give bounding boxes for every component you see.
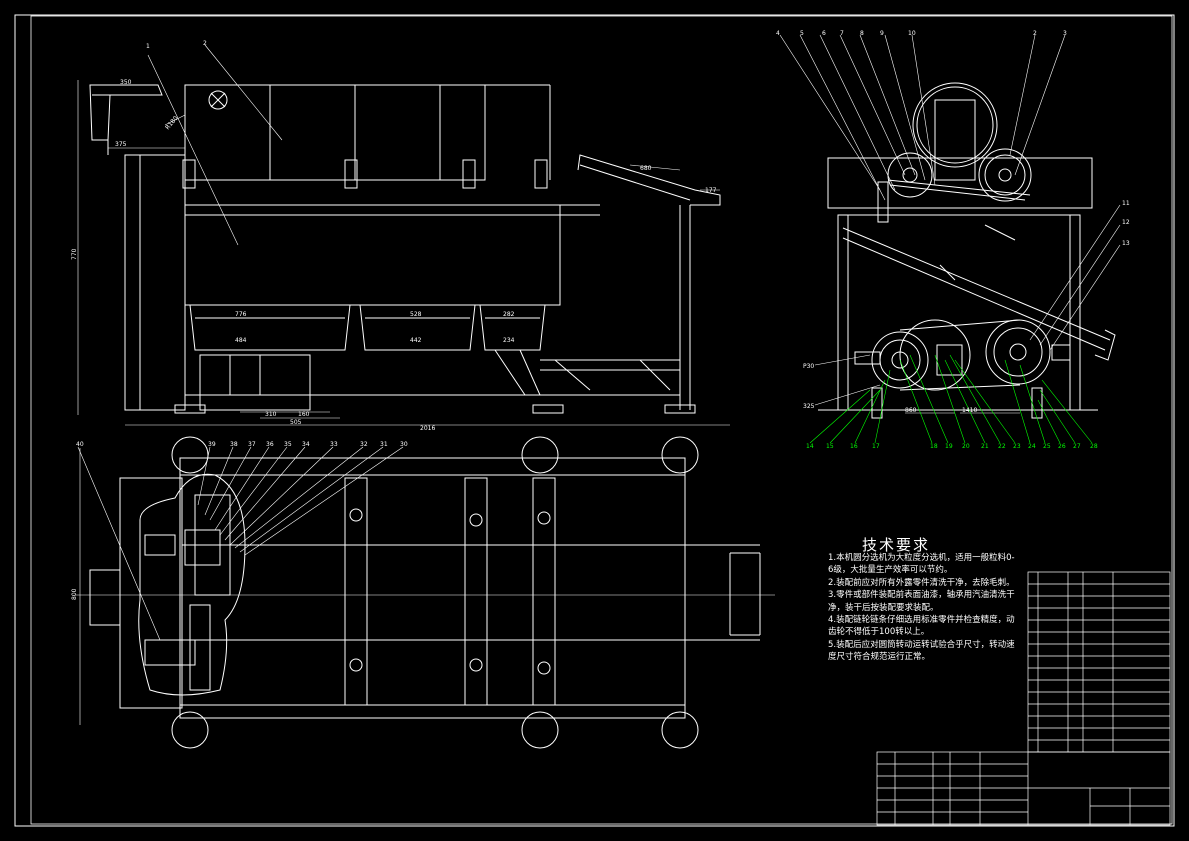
callout-number: 5	[800, 30, 804, 37]
dimension-label: P30	[803, 363, 814, 370]
callout-number: 2	[203, 40, 207, 47]
requirement-item: 2.装配前应对所有外露零件清洗干净，去除毛刺。	[828, 577, 1015, 588]
technical-requirements-title: 技术要求	[862, 536, 931, 554]
callout-number: 33	[330, 441, 338, 448]
callout-number: 23	[1013, 443, 1021, 450]
side-view-green-leaders	[809, 354, 1093, 444]
callout-number: 25	[1043, 443, 1051, 450]
callout-number: 26	[1058, 443, 1066, 450]
callout-number: 24	[1028, 443, 1036, 450]
callout-number: 28	[1090, 443, 1098, 450]
callout-number: 3	[1063, 30, 1067, 37]
callout-number: 2	[1033, 30, 1037, 37]
callout-number: 10	[908, 30, 916, 37]
callout-number: 32	[360, 441, 368, 448]
side-view-leaders	[779, 34, 1121, 414]
callout-number: 34	[302, 441, 310, 448]
dimension-label: 350	[120, 79, 132, 86]
front-view	[89, 84, 721, 414]
callout-number: 21	[981, 443, 989, 450]
callout-number: 36	[266, 441, 274, 448]
requirement-item: 3.零件或部件装配前表面油漆，轴承用汽油清洗干净，装干后按装配要求装配。	[828, 590, 1015, 613]
parts-list-table	[1027, 571, 1171, 753]
side-view	[818, 82, 1116, 419]
drawing-frame	[14, 14, 1175, 827]
callout-number: 17	[872, 443, 880, 450]
callout-number: 4	[776, 30, 780, 37]
callout-number: 39	[208, 441, 216, 448]
callout-number: 20	[962, 443, 970, 450]
callout-number: 27	[1073, 443, 1081, 450]
dimension-label: 770	[71, 248, 78, 260]
callout-number: 18	[930, 443, 938, 450]
callout-number: 7	[840, 30, 844, 37]
dimension-label: 1410	[962, 407, 977, 414]
requirement-item: 1.本机圆分选机为大粒度分选机，适用一般粒料0-6级，大批量生产效率可以节约。	[828, 553, 1015, 576]
dimension-label: 375	[115, 141, 127, 148]
dimension-label: 160	[298, 411, 310, 418]
dimension-label: 442	[410, 337, 422, 344]
title-block	[876, 751, 1171, 826]
callout-number: 14	[806, 443, 814, 450]
dimension-label: 484	[235, 337, 247, 344]
callout-number: 31	[380, 441, 388, 448]
dimension-label: 800	[71, 588, 78, 600]
callout-number: 19	[945, 443, 953, 450]
dimension-label: 282	[503, 311, 515, 318]
callout-number: 1	[146, 43, 150, 50]
dimension-label: 234	[503, 337, 515, 344]
callout-number: 15	[826, 443, 834, 450]
callout-number: 6	[822, 30, 826, 37]
callout-number: 9	[880, 30, 884, 37]
dimension-label: 860	[905, 407, 917, 414]
plan-view-leaders	[75, 446, 775, 725]
dimension-label: 310	[265, 411, 277, 418]
callout-number: 13	[1122, 240, 1130, 247]
callout-number: 8	[860, 30, 864, 37]
dimension-label: 680	[640, 165, 652, 172]
dimension-label: 2016	[420, 425, 435, 432]
callout-number: 11	[1122, 200, 1130, 207]
dimension-label: 177	[705, 187, 717, 194]
front-view-dimensions	[77, 44, 730, 426]
requirement-item: 4.装配链轮链条仔细选用标准零件并检查精度，动齿轮不得低于100转以上。	[828, 615, 1015, 638]
callout-number: 12	[1122, 219, 1130, 226]
callout-number: 22	[998, 443, 1006, 450]
callout-number: 30	[400, 441, 408, 448]
callout-number: 40	[76, 441, 84, 448]
technical-requirements-list: 1.本机圆分选机为大粒度分选机，适用一般粒料0-6级，大批量生产效率可以节约。 …	[828, 552, 1018, 664]
plan-view	[89, 436, 761, 749]
dimension-label: 325	[803, 403, 815, 410]
callout-number: 16	[850, 443, 858, 450]
callout-number: 35	[284, 441, 292, 448]
dimension-label: 776	[235, 311, 247, 318]
requirement-item: 5.装配后应对圆筒转动运转试验合乎尺寸，转动速度尺寸符合规范运行正常。	[828, 639, 1015, 663]
callout-number: 38	[230, 441, 238, 448]
dimension-label: 528	[410, 311, 422, 318]
callout-number: 37	[248, 441, 256, 448]
dimension-label: 505	[290, 419, 302, 426]
